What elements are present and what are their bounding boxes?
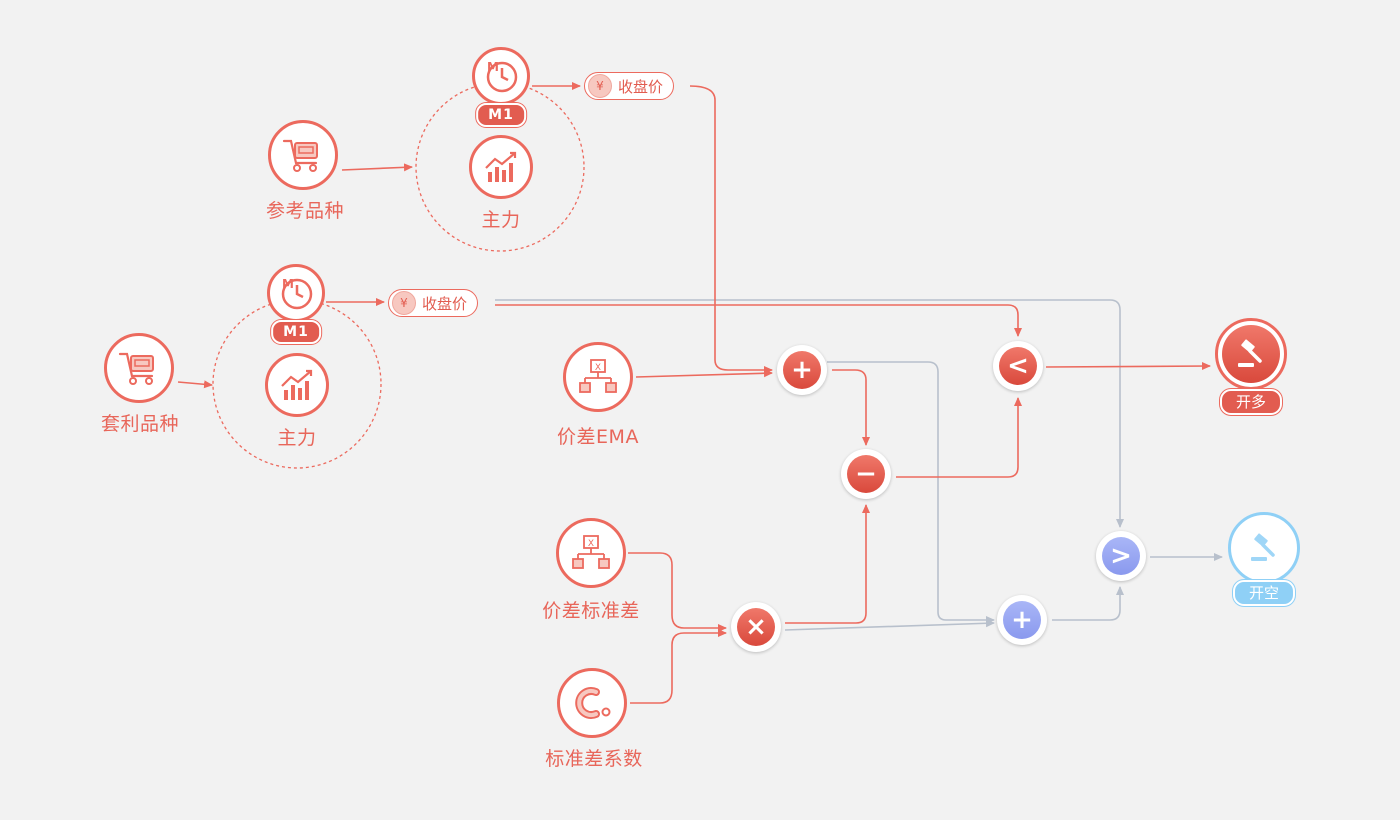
svg-text:M: M [282,277,294,291]
open-long-node[interactable] [1215,318,1287,390]
spread-std-node[interactable]: X [556,518,626,588]
minus-operator[interactable]: − [841,449,891,499]
svg-text:M: M [487,60,499,74]
arb-main-node[interactable] [265,353,329,417]
greater-than-icon: > [1102,537,1140,575]
open-long-label: 开多 [1219,389,1283,415]
trend-chart-icon [485,151,517,182]
wire-less-to-long [1045,362,1211,371]
arb-period-badge: M1 [271,320,321,344]
ref-period-node[interactable]: M [472,47,530,105]
wire-plus-to-plus [827,361,995,624]
tree-diagram-icon: X [579,359,617,393]
ref-period-badge: M1 [476,103,526,127]
spread-ema-label: 价差EMA [557,426,639,448]
open-short-node[interactable] [1228,512,1300,584]
ref-close-label: 收盘价 [618,77,664,96]
tree-diagram-icon: X [572,535,610,569]
cart-icon [282,139,318,172]
arb-main-label: 主力 [277,427,317,449]
open-long-icon-wrap [1222,325,1280,383]
ref-main-node[interactable] [469,135,533,199]
cart-icon [118,352,154,385]
wire-minus-to-less [896,397,1022,478]
plus-icon: + [1003,601,1041,639]
wire-std-to-times [628,552,727,632]
wire-arb-close-to-greater [495,299,1124,528]
wire-coef-to-times [630,629,727,704]
arb-group-ring [212,299,382,469]
greater-than-operator[interactable]: > [1096,531,1146,581]
ref-close-pill[interactable]: ¥ 收盘价 [584,72,675,100]
arb-period-node[interactable]: M [267,264,325,322]
ref-variety-label: 参考品种 [265,200,345,222]
open-short-icon-wrap [1235,519,1293,577]
gavel-icon [1238,339,1262,367]
ref-main-label: 主力 [481,209,521,231]
wire-arb-close-to-less [495,304,1022,337]
clock-icon: M [486,60,518,93]
arb-variety-node[interactable] [104,333,174,403]
less-than-operator[interactable]: < [993,341,1043,391]
constant-c-icon [575,687,611,719]
open-short-label: 开空 [1232,580,1296,606]
times-icon: × [737,608,775,646]
plus-operator-top[interactable]: + [777,345,827,395]
wire-ref-variety [341,163,413,172]
svg-text:X: X [588,539,594,549]
wire-times-to-minus [785,504,870,624]
times-operator[interactable]: × [731,602,781,652]
yen-icon: ¥ [588,74,612,98]
gavel-icon [1251,533,1275,561]
clock-icon: M [281,277,313,310]
wire-plus-to-minus [832,369,870,446]
trend-chart-icon [281,369,313,400]
arb-close-label: 收盘价 [422,294,468,313]
plus-operator-bottom[interactable]: + [997,595,1047,645]
spread-std-label: 价差标准差 [542,600,640,622]
spread-ema-node[interactable]: X [563,342,633,412]
less-than-icon: < [999,347,1037,385]
wire-plus-to-greater [1052,586,1124,621]
arb-close-pill[interactable]: ¥ 收盘价 [388,289,479,317]
std-coef-label: 标准差系数 [545,748,643,770]
plus-icon: + [783,351,821,389]
ref-group-ring [415,82,585,252]
yen-icon: ¥ [392,291,416,315]
wire-times-to-plus [784,619,995,631]
wire-arb-variety [177,380,213,389]
svg-text:X: X [595,363,601,373]
arb-variety-label: 套利品种 [100,413,180,435]
wire-ema-to-plus [635,369,773,378]
ref-variety-node[interactable] [268,120,338,190]
std-coef-node[interactable] [557,668,627,738]
minus-icon: − [847,455,885,493]
wire-ref-close-to-plus [689,85,773,374]
